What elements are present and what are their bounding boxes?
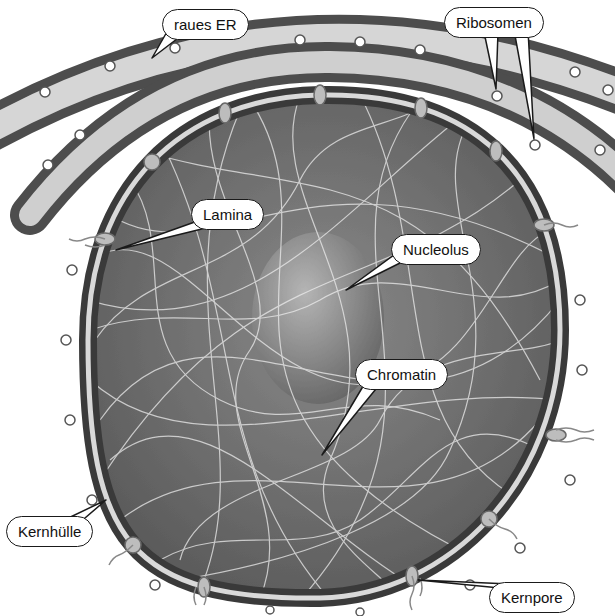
chromatin-fibres [88,95,560,600]
envelope-ribosomes [61,265,587,616]
callout-bubble: Kernhülle [6,516,93,547]
callout-bubble: raues ER [162,9,249,40]
nuclear-envelope [88,95,560,598]
callout-bubble: Chromatin [355,359,448,390]
callout-label: Nucleolus [403,240,469,259]
nucleoplasm [88,95,560,598]
callout-bubble: Kernpore [489,582,575,613]
callout-label: Lamina [203,205,252,224]
pore-fibrils [69,223,594,610]
callout-label: Kernhülle [18,522,81,541]
callout-bubble: Nucleolus [391,234,481,265]
callout-label: Kernpore [501,588,563,607]
callout-label: raues ER [174,15,237,34]
callout-tails [60,30,534,588]
callout-bubble: Lamina [191,199,264,230]
callout-bubble: Ribosomen [444,7,544,38]
callout-label: Ribosomen [456,13,532,32]
callout-label: Chromatin [367,365,436,384]
nuclear-pores [95,85,566,597]
